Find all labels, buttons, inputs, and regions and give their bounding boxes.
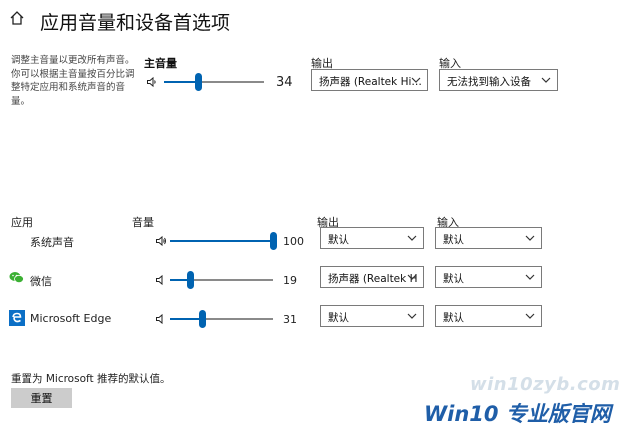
chevron-down-icon xyxy=(407,313,417,319)
edge-output-value: 默认 xyxy=(328,312,349,324)
apps-column-input: 输入 xyxy=(437,216,459,229)
master-volume-slider[interactable] xyxy=(164,72,264,92)
chevron-down-icon xyxy=(407,274,417,280)
system-sounds-input-select[interactable]: 默认 xyxy=(435,227,542,249)
master-volume-description: 调整主音量以更改所有声音。你可以根据主音量按百分比调整特定应用和系统声音的音量。 xyxy=(11,55,135,107)
edge-volume-value: 31 xyxy=(283,313,297,326)
reset-description: 重置为 Microsoft 推荐的默认值。 xyxy=(11,373,171,385)
chevron-down-icon xyxy=(411,77,421,83)
app-name-wechat: 微信 xyxy=(30,275,52,288)
system-sounds-output-select[interactable]: 默认 xyxy=(320,227,424,249)
wechat-volume-thumb[interactable] xyxy=(187,271,194,289)
apps-column-app: 应用 xyxy=(11,216,33,229)
chevron-down-icon xyxy=(525,274,535,280)
master-output-label: 输出 xyxy=(311,57,333,70)
wechat-icon xyxy=(9,272,24,284)
system-sounds-output-value: 默认 xyxy=(328,234,349,246)
watermark-site-name: Win10 专业版官网 xyxy=(424,402,611,426)
system-sounds-volume-thumb[interactable] xyxy=(270,232,277,250)
chevron-down-icon xyxy=(541,77,551,83)
chevron-down-icon xyxy=(525,313,535,319)
master-input-label: 输入 xyxy=(439,57,461,70)
speaker-icon[interactable] xyxy=(155,235,167,247)
system-sounds-volume-slider[interactable] xyxy=(170,231,277,251)
master-volume-thumb[interactable] xyxy=(195,73,202,91)
apps-column-volume: 音量 xyxy=(132,216,154,229)
system-sounds-volume-value: 100 xyxy=(283,235,304,248)
wechat-volume-slider[interactable] xyxy=(170,270,273,290)
master-input-select[interactable]: 无法找到输入设备 xyxy=(439,69,558,91)
wechat-output-value: 扬声器 (Realtek H xyxy=(328,273,418,285)
master-volume-value: 34 xyxy=(276,75,293,90)
speaker-icon[interactable] xyxy=(155,313,167,325)
app-name-system-sounds: 系统声音 xyxy=(30,236,74,249)
speaker-icon[interactable] xyxy=(146,76,158,88)
wechat-output-select[interactable]: 扬声器 (Realtek H xyxy=(320,266,424,288)
master-output-value: 扬声器 (Realtek Hi… xyxy=(319,76,422,88)
watermark-url: win10zyb.com xyxy=(470,374,620,395)
system-sounds-input-value: 默认 xyxy=(443,234,464,246)
home-icon[interactable] xyxy=(9,10,25,26)
page-title: 应用音量和设备首选项 xyxy=(40,12,231,34)
edge-volume-thumb[interactable] xyxy=(199,310,206,328)
edge-volume-slider[interactable] xyxy=(170,309,273,329)
reset-button[interactable]: 重置 xyxy=(11,388,72,408)
master-output-select[interactable]: 扬声器 (Realtek Hi… xyxy=(311,69,428,91)
chevron-down-icon xyxy=(525,235,535,241)
apps-column-output: 输出 xyxy=(317,216,339,229)
edge-input-value: 默认 xyxy=(443,312,464,324)
edge-input-select[interactable]: 默认 xyxy=(435,305,542,327)
master-volume-label: 主音量 xyxy=(144,57,177,70)
edge-output-select[interactable]: 默认 xyxy=(320,305,424,327)
master-input-value: 无法找到输入设备 xyxy=(447,76,531,88)
wechat-input-select[interactable]: 默认 xyxy=(435,266,542,288)
app-name-edge: Microsoft Edge xyxy=(30,312,112,325)
speaker-icon[interactable] xyxy=(155,274,167,286)
wechat-volume-value: 19 xyxy=(283,274,297,287)
wechat-input-value: 默认 xyxy=(443,273,464,285)
chevron-down-icon xyxy=(407,235,417,241)
edge-icon xyxy=(9,310,25,326)
